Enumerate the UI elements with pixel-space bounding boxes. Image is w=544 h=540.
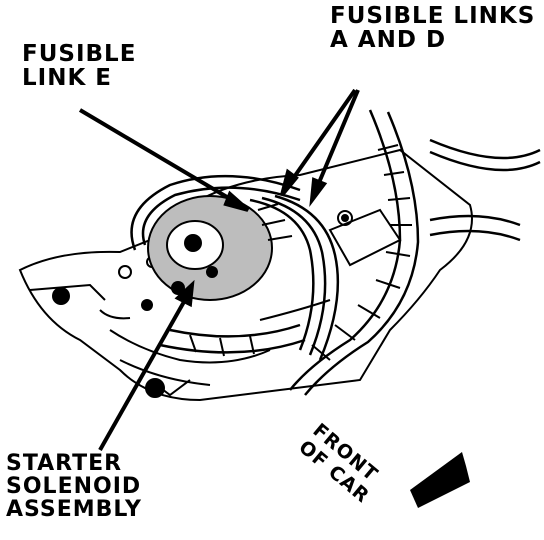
- label-line: ASSEMBLY: [6, 497, 142, 523]
- leader-lines: [78, 88, 360, 451]
- solenoid-body: [141, 195, 273, 311]
- harness-wrap: [189, 144, 412, 361]
- label-line: FUSIBLE LINKS: [330, 3, 536, 29]
- wiring-harness: [130, 109, 541, 396]
- label-starter-solenoid-assembly: STARTER SOLENOID ASSEMBLY: [6, 452, 142, 521]
- label-fusible-link-e: FUSIBLE LINK E: [22, 42, 136, 90]
- label-line: STARTER: [6, 451, 123, 476]
- label-line: A AND D: [330, 27, 447, 54]
- label-line: LINK E: [22, 65, 113, 92]
- label-line: FUSIBLE: [22, 41, 137, 67]
- front-arrow-icon: [410, 452, 470, 508]
- label-fusible-links-a-and-d: FUSIBLE LINKS A AND D: [330, 4, 535, 52]
- label-line: SOLENOID: [6, 474, 142, 500]
